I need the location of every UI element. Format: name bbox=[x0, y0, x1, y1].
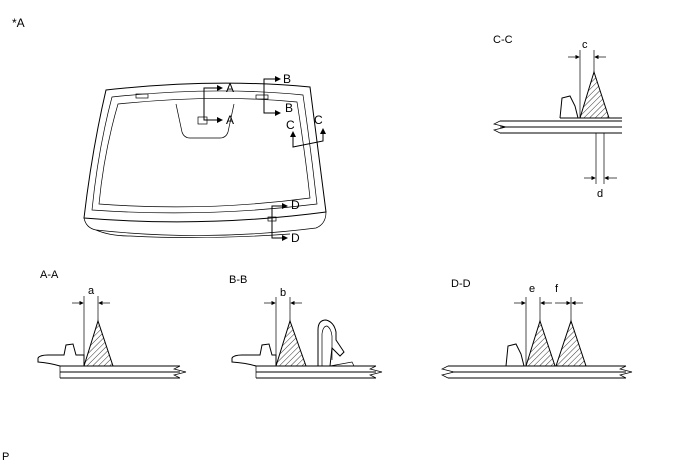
section-d-d-title: D-D bbox=[451, 278, 471, 290]
dim-a: a bbox=[88, 285, 95, 297]
marker-c-left: C bbox=[286, 118, 295, 132]
dim-c: c bbox=[582, 39, 588, 51]
marker-a-bottom: A bbox=[226, 113, 234, 127]
section-cut-markers: A A B B C C D D bbox=[203, 72, 326, 245]
section-d-d: D-D e f bbox=[440, 278, 633, 379]
marker-b-bottom: B bbox=[285, 101, 293, 115]
footer-code: P bbox=[2, 451, 9, 463]
marker-d-bottom: D bbox=[291, 231, 300, 245]
marker-b-top: B bbox=[283, 72, 291, 86]
section-c-c-title: C-C bbox=[493, 34, 513, 46]
dim-b: b bbox=[280, 287, 286, 299]
section-a-a: A-A a bbox=[37, 269, 187, 379]
marker-d-top: D bbox=[291, 198, 300, 212]
dim-e: e bbox=[529, 283, 535, 295]
marker-a-top: A bbox=[226, 81, 234, 95]
figure-tag: *A bbox=[12, 16, 25, 30]
section-a-a-title: A-A bbox=[40, 269, 59, 281]
dim-d: d bbox=[597, 188, 603, 200]
section-c-c: C-C c d bbox=[492, 34, 622, 200]
marker-c-right: C bbox=[314, 113, 323, 127]
dim-f: f bbox=[555, 283, 559, 295]
section-b-b-title: B-B bbox=[229, 274, 247, 286]
section-b-b: B-B b bbox=[229, 274, 383, 379]
